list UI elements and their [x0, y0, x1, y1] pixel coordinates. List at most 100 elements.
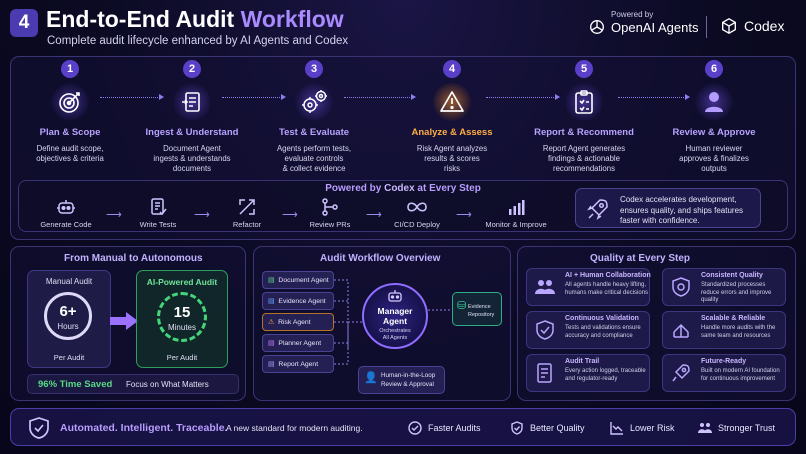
codex-cube-icon	[722, 18, 736, 34]
evidence-agent-icon: ▤	[268, 298, 275, 305]
planner-agent-icon: ▤	[268, 340, 275, 347]
refactor-icon	[207, 197, 287, 217]
section-title: Quality at Every Step	[590, 253, 691, 264]
step-number: 2	[183, 60, 201, 78]
gears-icon	[295, 83, 333, 121]
footer-item-stronger-trust: Stronger Trust	[698, 421, 775, 435]
infinity-icon	[377, 197, 457, 217]
step-number: 3	[305, 60, 323, 78]
risk-agent-icon: ⚠	[268, 319, 275, 326]
powered-by-label: Powered by	[611, 10, 654, 19]
quality-card-consistent: Consistent Quality Standardized processe…	[662, 268, 786, 306]
test-doc-icon	[118, 197, 198, 217]
footer-banner	[10, 408, 796, 446]
scale-icon	[670, 319, 692, 346]
codex-title: Powered by Codex at Every Step	[325, 183, 481, 194]
step-label: Review & Approve	[672, 127, 756, 138]
codex-note-card: Codex accelerates development,ensures qu…	[575, 188, 761, 228]
robot-icon	[388, 290, 402, 302]
footer-item-lower-risk: Lower Risk	[610, 421, 675, 435]
arrow-right-icon: ⟶	[282, 209, 298, 221]
trend-down-icon	[610, 421, 624, 435]
arrow-right-icon: ⟶	[366, 209, 382, 221]
clipboard-icon	[565, 83, 603, 121]
step-connector	[100, 93, 164, 100]
person-icon: 👤	[364, 372, 378, 384]
target-icon	[51, 83, 89, 121]
step-plan-scope: 1 Plan & Scope Define audit scope,object…	[10, 60, 130, 164]
evidence-repository	[452, 292, 502, 326]
manager-agent-node	[362, 283, 428, 349]
codex-step-monitor-improve: Monitor & Improve	[476, 197, 556, 229]
openai-agents-brand: OpenAI Agents	[588, 18, 698, 36]
brand-divider	[706, 16, 707, 38]
agent-document: ▤Document Agent	[262, 271, 334, 289]
step-number: 1	[61, 60, 79, 78]
gear-shield-icon	[670, 276, 692, 303]
step-label: Plan & Scope	[39, 127, 101, 138]
codex-step-refactor: Refactor	[207, 197, 287, 229]
agent-connectors	[334, 279, 452, 365]
footer-item-better-quality: Better Quality	[510, 421, 585, 435]
bar-chart-icon	[476, 197, 556, 217]
shield-check-icon	[29, 417, 49, 439]
agent-evidence: ▤Evidence Agent	[262, 292, 334, 310]
step-number: 6	[705, 60, 723, 78]
doc-agent-icon: ▤	[268, 277, 275, 284]
step-connector	[486, 93, 560, 100]
user-icon	[695, 83, 733, 121]
footer-subtext: A new standard for modern auditing.	[226, 423, 363, 433]
robot-icon	[26, 197, 106, 217]
agent-planner: ▤Planner Agent	[262, 334, 334, 352]
arrow-right-icon: ⟶	[106, 209, 122, 221]
footer-tagline: Automated. Intelligent. Traceable.	[60, 422, 228, 434]
agent-report: ▤Report Agent	[262, 355, 334, 373]
quality-card-validation: Continuous Validation Tests and validati…	[526, 311, 650, 349]
manual-time-ring	[44, 292, 92, 340]
quality-card-scalable: Scalable & Reliable Handle more audits w…	[662, 311, 786, 349]
ai-time-ring	[157, 292, 207, 342]
step-report-recommend: 5 Report & Recommend Report Agent genera…	[524, 60, 644, 174]
check-shield-icon	[534, 319, 556, 346]
agent-risk: ⚠Risk Agent	[262, 313, 334, 331]
warning-icon	[433, 83, 471, 121]
step-connector	[222, 93, 286, 100]
shield-check-icon	[510, 421, 524, 435]
time-saved-bar	[27, 374, 239, 394]
page-subtitle: Complete audit lifecycle enhanced by AI …	[47, 35, 349, 47]
step-label: Ingest & Understand	[145, 127, 239, 138]
branch-icon	[290, 197, 370, 217]
check-circle-icon	[408, 421, 422, 435]
step-label: Analyze & Assess	[411, 127, 493, 138]
step-label: Report & Recommend	[534, 127, 634, 138]
step-connector	[344, 93, 416, 100]
codex-step-review-prs: Review PRs	[290, 197, 370, 229]
time-saved-stat: 96% Time Saved	[38, 379, 113, 390]
rocket-icon	[670, 362, 692, 389]
step-number: 5	[575, 60, 593, 78]
openai-logo-icon	[590, 20, 604, 34]
human-in-the-loop-box	[358, 366, 445, 394]
step-description: Define audit scope,objectives & criteria	[36, 144, 104, 163]
quality-card-collaboration: AI + Human Collaboration All agents hand…	[526, 268, 651, 306]
codex-step-generate-code: Generate Code	[26, 197, 106, 229]
section-number-badge: 4	[10, 9, 38, 37]
report-agent-icon: ▤	[268, 361, 275, 368]
transition-arrow-icon	[110, 312, 138, 330]
page-title: End-to-End Audit Workflow	[46, 6, 344, 32]
trail-doc-icon	[534, 362, 556, 389]
quality-card-future-ready: Future-Ready Built on modern AI foundati…	[662, 354, 786, 392]
codex-step-write-tests: Write Tests	[118, 197, 198, 229]
step-label: Test & Evaluate	[278, 127, 350, 138]
quality-card-audit-trail: Audit Trail Every action logged, traceab…	[526, 354, 650, 392]
codex-step-cicd-deploy: CI/CD Deploy	[377, 197, 457, 229]
step-number: 4	[443, 60, 461, 78]
document-icon	[173, 83, 211, 121]
